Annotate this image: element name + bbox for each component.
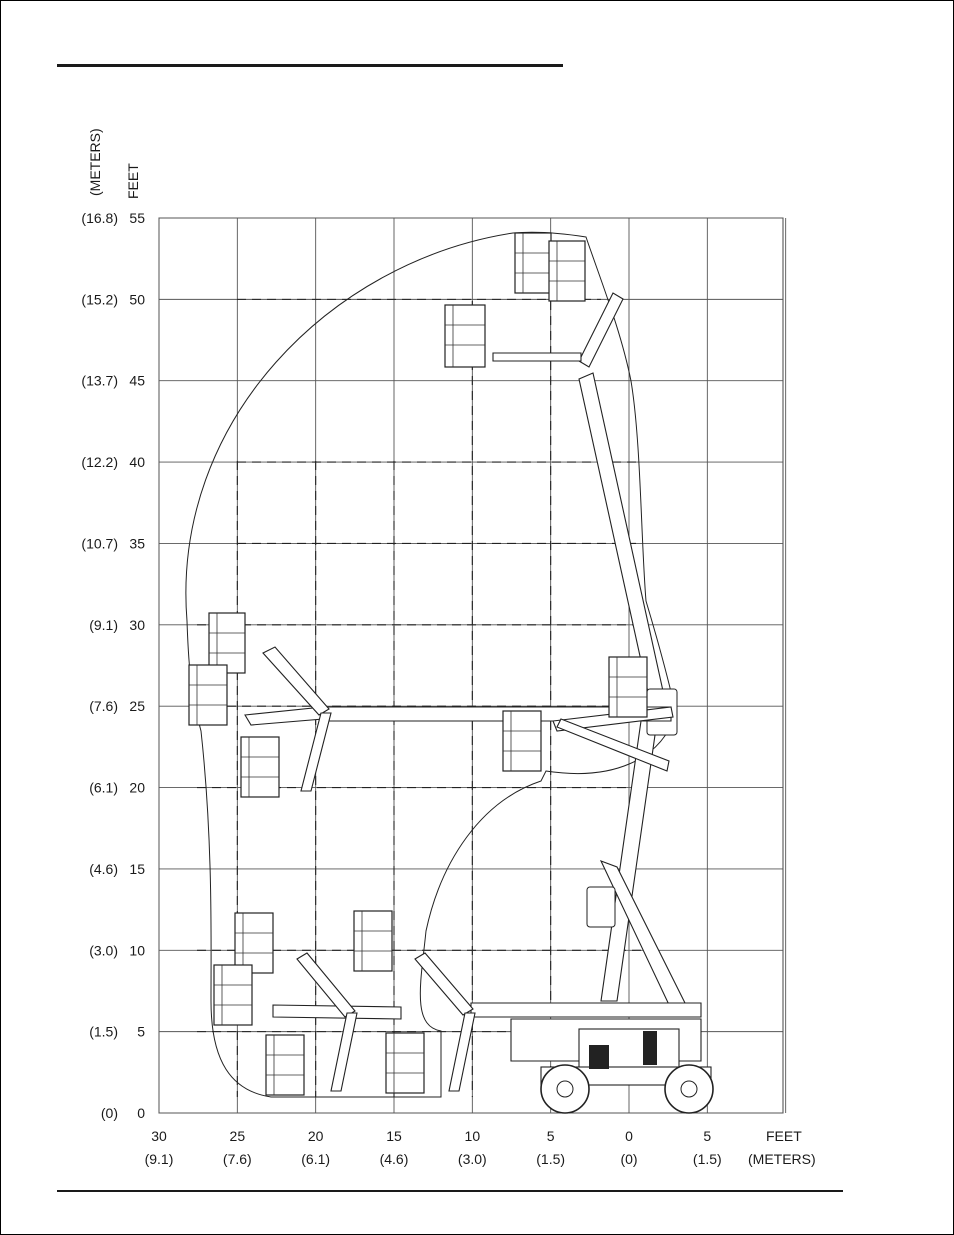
y-tick-meters: (3.0) (89, 942, 118, 958)
front-hub-icon (680, 1080, 698, 1098)
bottom-rule (57, 1190, 843, 1192)
x-tick-feet: 25 (230, 1128, 246, 1144)
y-tick-feet: 40 (129, 454, 145, 470)
y-tick-feet: 5 (137, 1024, 145, 1040)
x-axis-meters-label: (METERS) (748, 1151, 816, 1167)
top-rule (57, 64, 563, 67)
y-tick-feet: 25 (129, 698, 145, 714)
y-tick-meters: (12.2) (81, 454, 118, 470)
basket-right-25ft (608, 656, 648, 718)
x-tick-feet: 0 (625, 1128, 633, 1144)
riser-left-20ft (300, 712, 332, 792)
envelope-outer-curve (185, 231, 677, 1098)
y-tick-meters: (13.7) (81, 373, 118, 389)
x-tick-feet: 20 (308, 1128, 324, 1144)
x-tick-feet: 5 (547, 1128, 555, 1144)
y-tick-meters: (10.7) (81, 535, 118, 551)
y-tick-feet: 10 (129, 942, 145, 958)
basket-top-2 (548, 240, 586, 302)
y-tick-meters: (9.1) (89, 617, 118, 633)
x-tick-labels: 30 (9.1) 25 (7.6) 20 (6.1) 15 (4.6) 10 (3.0) 5 (1.5… (145, 1128, 722, 1167)
rear-hub-icon (556, 1080, 574, 1098)
riser-low-left-2 (330, 1012, 358, 1092)
basket-top-3 (444, 304, 486, 368)
y-tick-feet: 30 (129, 617, 145, 633)
basket-left-25ft (188, 664, 228, 726)
x-tick-feet: 10 (465, 1128, 481, 1144)
x-tick-meters: (1.5) (693, 1151, 722, 1167)
y-tick-meters: (15.2) (81, 291, 118, 307)
x-tick-feet: 5 (703, 1128, 711, 1144)
basket-mid-10ft (353, 910, 393, 972)
main-boom-upper (578, 372, 664, 698)
jib-arm-25ft-left (244, 706, 324, 726)
x-tick-meters: (0) (620, 1151, 637, 1167)
boom-positions (188, 232, 702, 1096)
basket-left-30ft (208, 612, 246, 674)
lift-machine-base (510, 1018, 714, 1114)
x-tick-meters: (1.5) (536, 1151, 565, 1167)
y-tick-meters: (0) (101, 1105, 118, 1121)
y-tick-feet: 15 (129, 861, 145, 877)
boom-knuckle-mid (586, 886, 616, 928)
riser-low-mid-2 (448, 1012, 476, 1092)
vent-grille-right (643, 1031, 657, 1065)
working-envelope (185, 231, 677, 1098)
basket-left-0ft (265, 1034, 305, 1096)
y-tick-feet: 45 (129, 373, 145, 389)
y-axis-feet-label: FEET (125, 163, 141, 199)
y-tick-feet: 55 (129, 210, 145, 226)
x-tick-meters: (7.6) (223, 1151, 252, 1167)
y-tick-meters: (4.6) (89, 861, 118, 877)
basket-mid-0ft (385, 1032, 425, 1094)
jib-arm-top (492, 352, 582, 362)
x-tick-feet: 30 (151, 1128, 167, 1144)
y-tick-meters: (16.8) (81, 210, 118, 226)
basket-left-10ft (234, 912, 274, 974)
y-tick-feet: 35 (129, 535, 145, 551)
x-tick-feet: 15 (386, 1128, 402, 1144)
basket-top-1 (514, 232, 552, 294)
basket-mid-25ft (502, 710, 542, 772)
y-axis-meters-label: (METERS) (87, 128, 103, 196)
riser-low-left (296, 952, 356, 1018)
x-axis-feet-label: FEET (766, 1128, 802, 1144)
x-tick-meters: (9.1) (145, 1151, 174, 1167)
y-tick-feet: 20 (129, 780, 145, 796)
jib-arm-low-left (272, 1004, 402, 1020)
basket-left-20ft (240, 736, 280, 798)
riser-low-mid (414, 952, 474, 1016)
y-tick-meters: (6.1) (89, 780, 118, 796)
y-tick-meters: (1.5) (89, 1024, 118, 1040)
vent-grille-left (589, 1045, 609, 1069)
riser-right-25ft (556, 718, 670, 772)
x-tick-meters: (3.0) (458, 1151, 487, 1167)
basket-left-5ft (213, 964, 253, 1026)
x-tick-meters: (6.1) (301, 1151, 330, 1167)
y-tick-meters: (7.6) (89, 698, 118, 714)
upper-jib (578, 292, 624, 368)
x-tick-meters: (4.6) (380, 1151, 409, 1167)
y-tick-feet: 50 (129, 291, 145, 307)
horizontal-boom-low (470, 1002, 702, 1018)
y-tick-feet: 0 (137, 1105, 145, 1121)
y-tick-labels: (16.8)55(15.2)50(13.7)45(12.2)40(10.7)35… (81, 210, 145, 1121)
riser-left-25ft (262, 646, 330, 716)
dashed-reference-lines (197, 298, 641, 1097)
